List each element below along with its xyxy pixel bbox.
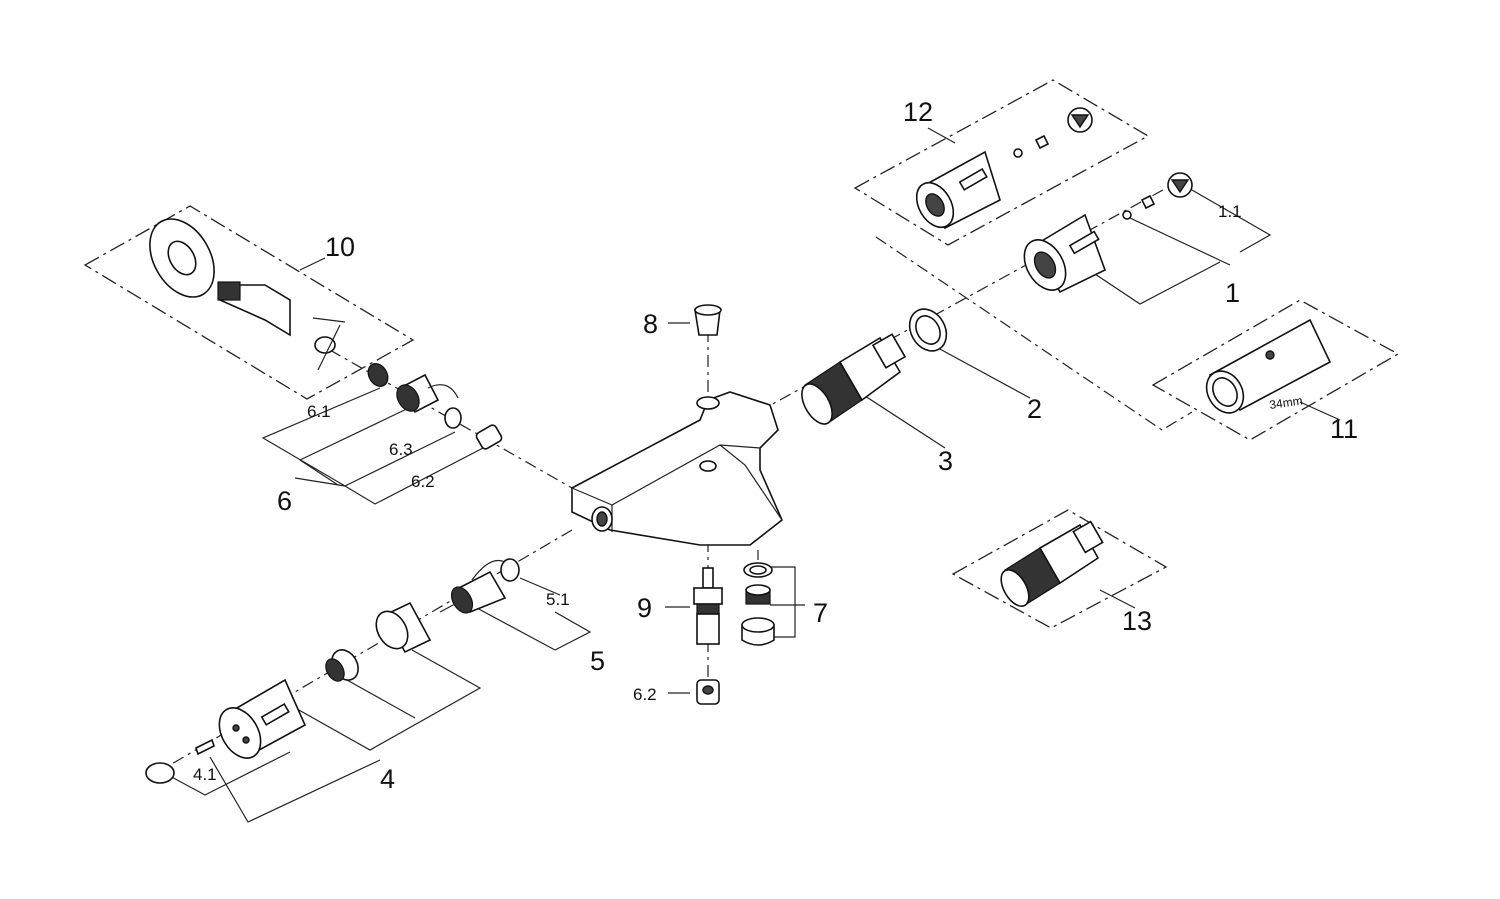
part-6-2-lower: [696, 679, 720, 705]
label-11: 11: [1330, 414, 1358, 444]
label-9: 9: [637, 593, 652, 623]
part-5-components: [439, 558, 520, 614]
label-4-1: 4.1: [193, 765, 217, 784]
part-1-handle: [1023, 172, 1193, 294]
label-4: 4: [380, 764, 395, 794]
part-6-components: [367, 363, 503, 450]
part-11-tool: [1205, 318, 1332, 414]
label-12: 12: [903, 97, 933, 127]
label-6-1: 6.1: [307, 402, 331, 421]
label-1-1: 1.1: [1218, 202, 1242, 221]
part-8-plug: [694, 304, 722, 336]
label-10: 10: [325, 232, 355, 262]
label-6-2: 6.2: [411, 472, 435, 491]
mixer-body: [571, 391, 783, 546]
label-7: 7: [813, 598, 828, 628]
part-10-kit: [149, 218, 346, 371]
label-5-1: 5.1: [546, 590, 570, 609]
label-3: 3: [938, 446, 953, 476]
part-2-nut: [908, 308, 948, 352]
leader-lines: [167, 127, 1341, 823]
label-6: 6: [277, 486, 292, 516]
kit-box-12: [853, 79, 1150, 246]
label-11-size: 34mm: [1268, 393, 1303, 412]
label-1: 1: [1225, 278, 1240, 308]
part-13-cartridge: [1000, 520, 1104, 607]
label-6-2-lower: 6.2: [633, 685, 657, 704]
part-12-handle-kit: [915, 107, 1093, 230]
label-8: 8: [643, 309, 658, 339]
part-7-aerator: [741, 562, 775, 646]
part-3-thermostat-cartridge: [801, 333, 907, 425]
label-6-3: 6.3: [389, 440, 413, 459]
part-4-components: [145, 601, 432, 784]
callout-labels: 1 1.1 2 3 4 4.1 5 5.1 6 6.1 6.2 6.2 6.3 …: [193, 97, 1358, 794]
kit-box-13: [951, 509, 1168, 629]
label-13: 13: [1122, 606, 1152, 636]
label-5: 5: [590, 646, 605, 676]
label-2: 2: [1027, 394, 1042, 424]
part-9-cartridge: [693, 567, 723, 645]
